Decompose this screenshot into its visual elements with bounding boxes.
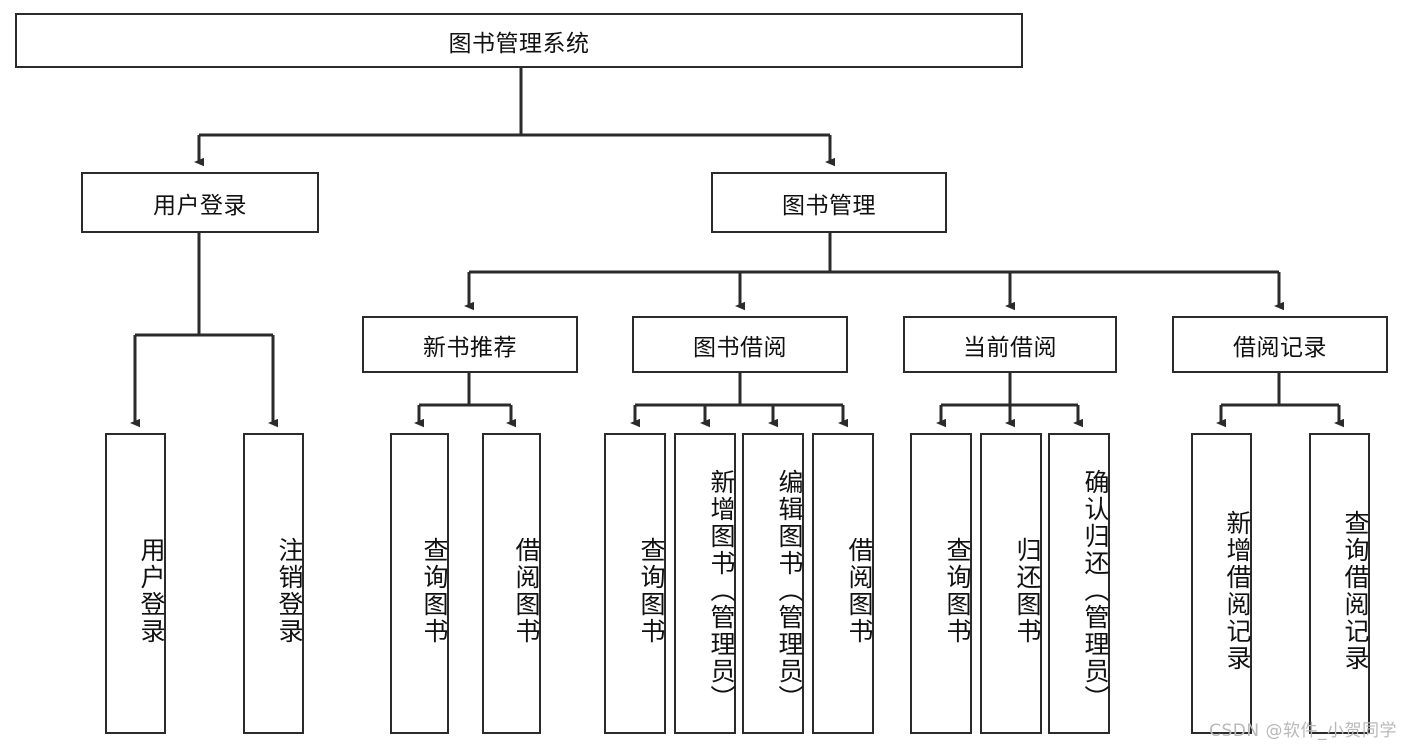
node-leaf-user-logout[interactable]: 注销登录 <box>243 433 304 734</box>
node-label: 新增借阅记录 <box>1223 509 1252 672</box>
node-label: 查询图书 <box>637 536 666 645</box>
node-leaf-confirm-return-admin[interactable]: 确认归还（管理员） <box>1048 433 1110 734</box>
node-leaf-borrow-book-recommend[interactable]: 借阅图书 <box>482 433 541 734</box>
node-label: 用户登录 <box>153 192 247 219</box>
node-leaf-add-borrow-record[interactable]: 新增借阅记录 <box>1191 433 1252 734</box>
node-root-book-management-system[interactable]: 图书管理系统 <box>15 13 1023 68</box>
node-leaf-return-book[interactable]: 归还图书 <box>980 433 1042 734</box>
node-label: 查询图书 <box>943 536 972 645</box>
node-leaf-query-borrow-record[interactable]: 查询借阅记录 <box>1309 433 1370 734</box>
node-label: 编辑图书（管理员） <box>775 469 804 712</box>
node-label: 当前借阅 <box>963 334 1057 361</box>
node-label: 归还图书 <box>1013 536 1042 645</box>
node-user-login[interactable]: 用户登录 <box>81 172 319 233</box>
node-label: 借阅图书 <box>512 536 541 645</box>
node-leaf-query-book-borrow[interactable]: 查询图书 <box>604 433 666 734</box>
node-label: 借阅记录 <box>1233 334 1327 361</box>
node-label: 查询图书 <box>420 536 449 645</box>
node-borrow-record[interactable]: 借阅记录 <box>1172 316 1388 373</box>
node-label: 借阅图书 <box>845 536 874 645</box>
node-leaf-query-book-recommend[interactable]: 查询图书 <box>390 433 449 734</box>
node-label: 图书管理系统 <box>448 30 590 57</box>
node-book-management[interactable]: 图书管理 <box>711 172 947 233</box>
node-leaf-borrow-book[interactable]: 借阅图书 <box>812 433 874 734</box>
node-leaf-user-login[interactable]: 用户登录 <box>105 433 166 734</box>
node-label: 确认归还（管理员） <box>1081 469 1110 712</box>
node-leaf-edit-book-admin[interactable]: 编辑图书（管理员） <box>742 433 804 734</box>
node-label: 图书借阅 <box>693 334 787 361</box>
node-label: 注销登录 <box>275 536 304 645</box>
node-label: 查询借阅记录 <box>1341 509 1370 672</box>
node-new-book-recommend[interactable]: 新书推荐 <box>362 316 578 373</box>
node-book-borrow[interactable]: 图书借阅 <box>632 316 848 373</box>
node-label: 新书推荐 <box>423 334 517 361</box>
node-label: 新增图书（管理员） <box>707 469 736 712</box>
node-current-borrow[interactable]: 当前借阅 <box>903 316 1117 373</box>
csdn-watermark: CSDN @软件_小贺同学 <box>1209 721 1397 741</box>
node-label: 图书管理 <box>782 192 876 219</box>
node-leaf-add-book-admin[interactable]: 新增图书（管理员） <box>674 433 736 734</box>
node-leaf-query-book-current[interactable]: 查询图书 <box>910 433 972 734</box>
node-label: 用户登录 <box>137 536 166 645</box>
